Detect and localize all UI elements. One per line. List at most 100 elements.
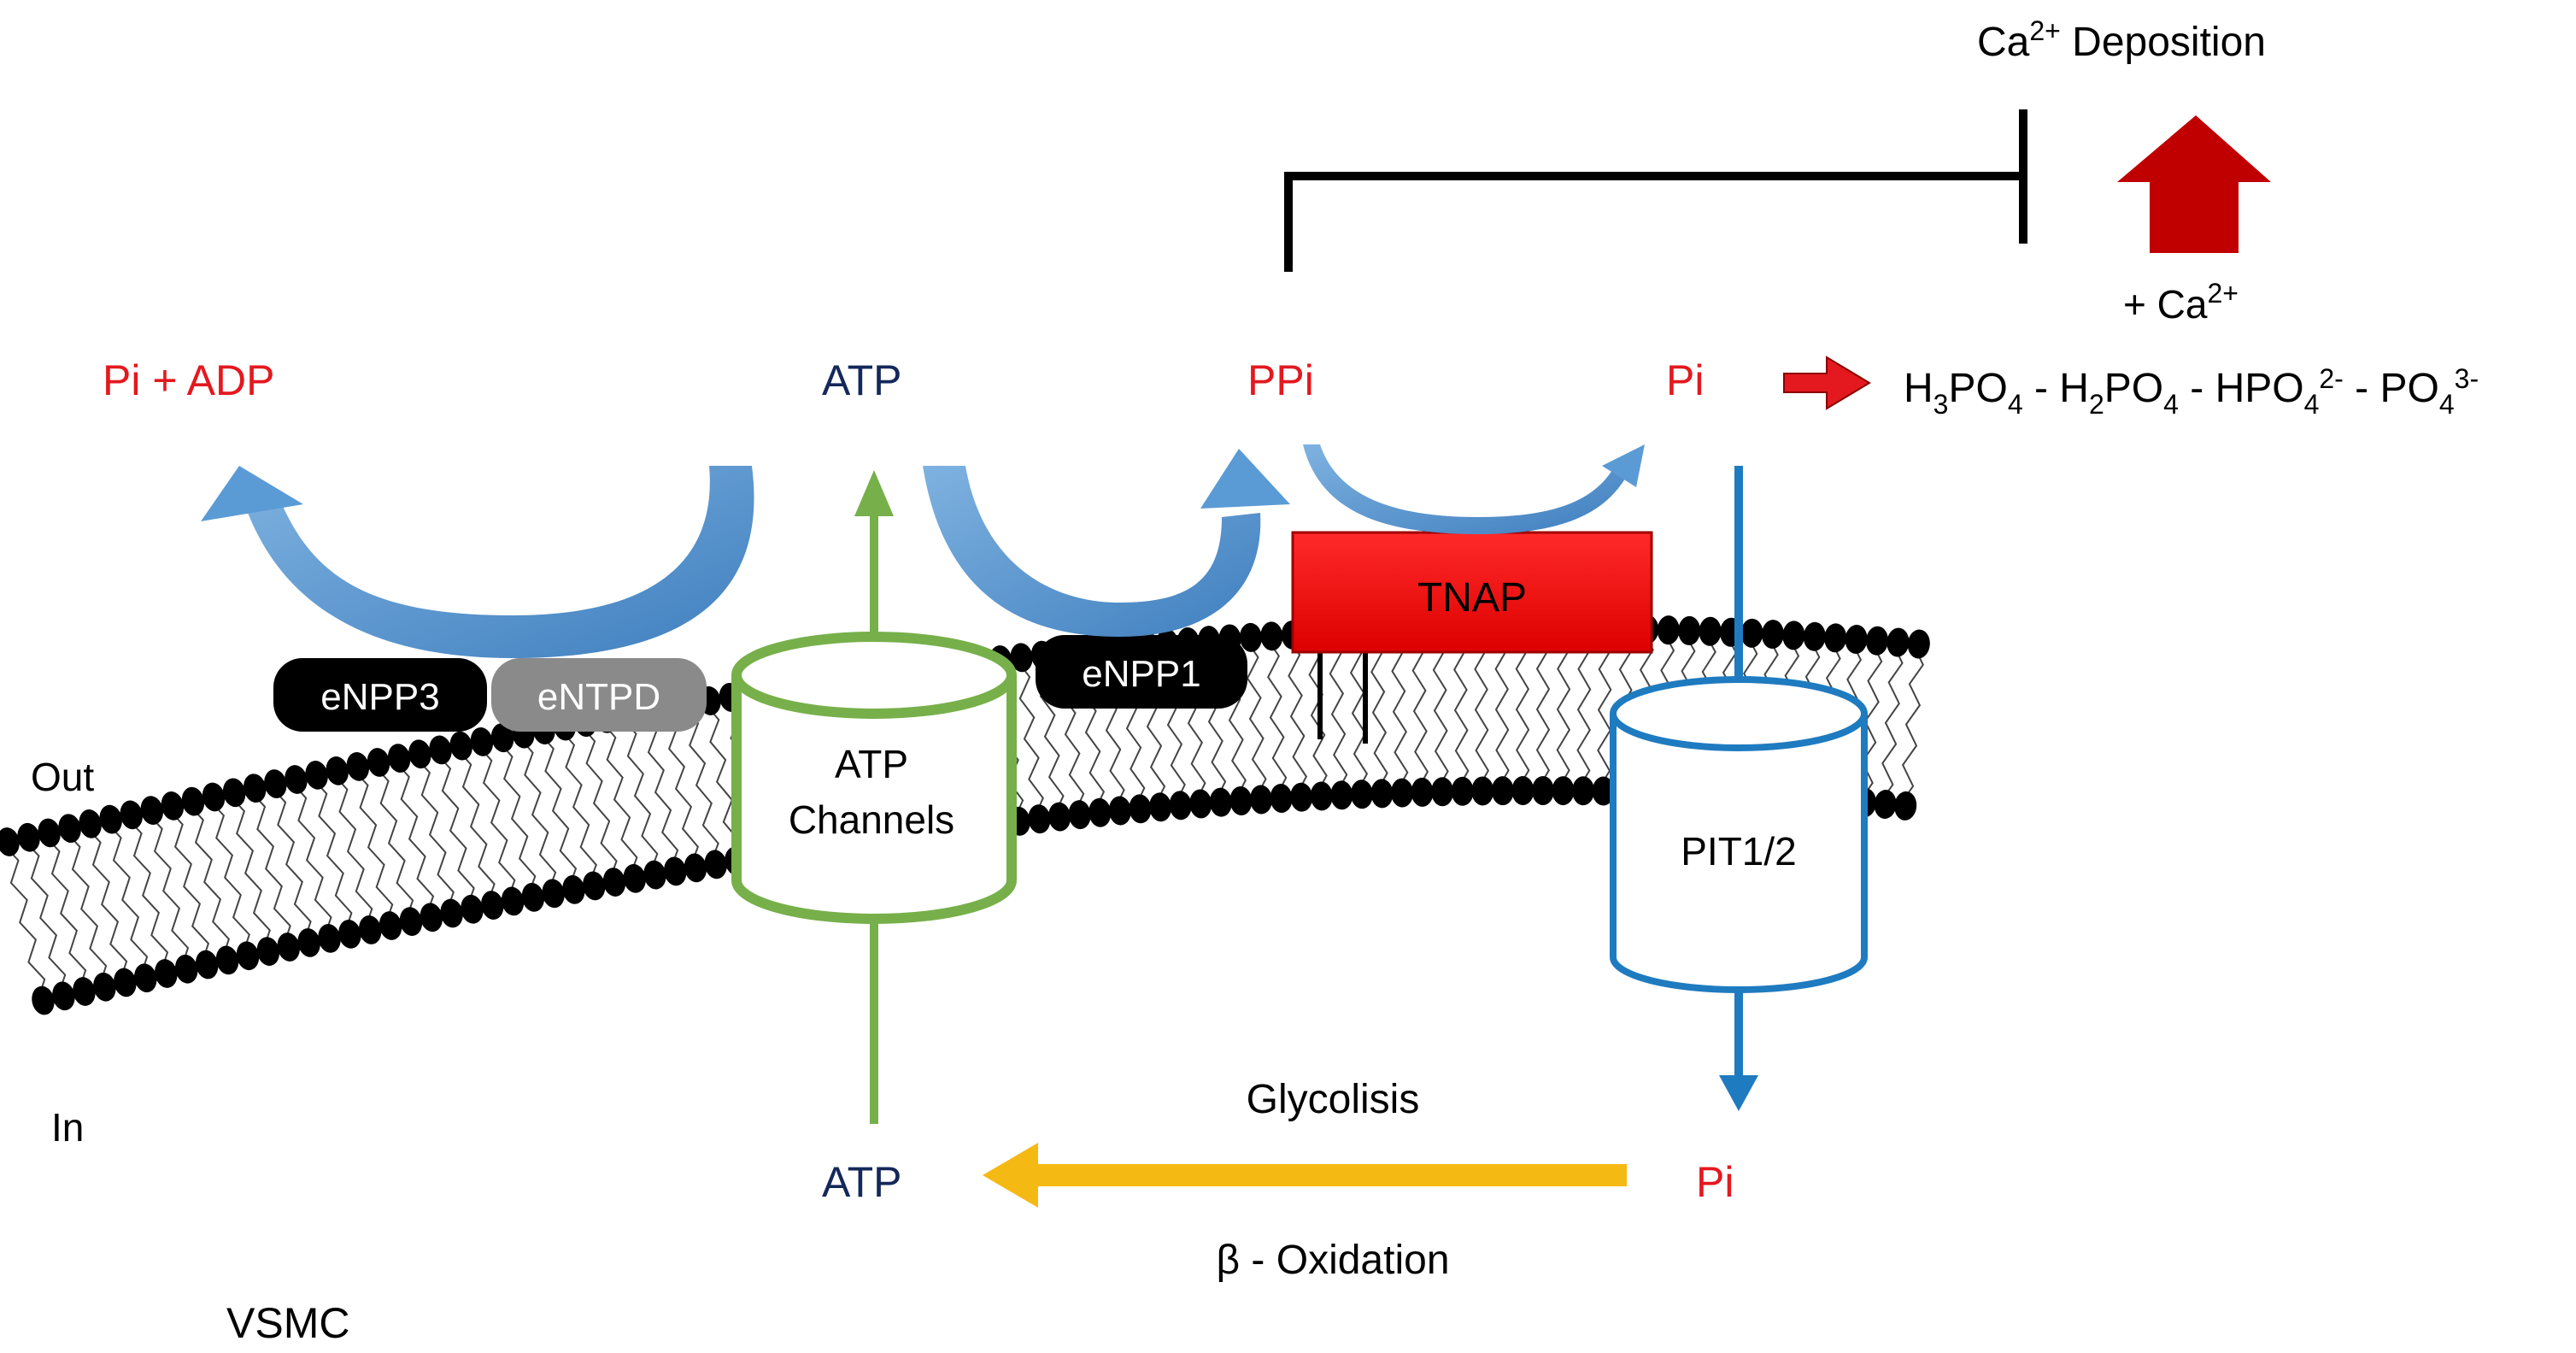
lipid-head [1108, 796, 1131, 826]
lipid-head [1572, 776, 1595, 806]
lipid-head [1699, 616, 1722, 646]
lipid-head [1391, 778, 1414, 808]
lipid-tail [1014, 657, 1044, 821]
lipid-tail [1327, 632, 1348, 797]
lipid-head [1189, 789, 1212, 819]
lipid-tail [207, 797, 250, 958]
lipid-head [1310, 781, 1333, 811]
lipid-head [1068, 800, 1091, 830]
lipid-tail [268, 784, 312, 944]
lipid-tail [1285, 634, 1308, 798]
lipid-head [583, 871, 606, 901]
lipid-tail [1494, 627, 1510, 791]
lipid-tail [1411, 629, 1429, 793]
glycolisis-label: Glycolisis [1247, 1077, 1420, 1122]
lipid-head [490, 723, 514, 753]
beta-oxidation-label: β - Oxidation [1216, 1238, 1449, 1283]
lipid-head [236, 941, 260, 971]
lipid-head [1270, 784, 1293, 813]
atp-intracellular-label: ATP [822, 1158, 902, 1206]
lipid-tail [227, 793, 271, 953]
lipid-tail [1515, 627, 1530, 791]
lipid-tail [21, 838, 67, 998]
pit-transporter: PIT1/2 [1610, 466, 1868, 1111]
lipid-head [481, 891, 504, 920]
lipid-head [461, 894, 484, 924]
lipid-head [1678, 615, 1701, 645]
enpp1-curved-arrow [923, 449, 1290, 637]
lipid-head [602, 868, 626, 897]
lipid-tail [392, 758, 435, 920]
atp-extracellular-label: ATP [822, 356, 902, 404]
lipid-tail [1878, 641, 1904, 804]
lipid-tail [63, 829, 108, 989]
lipid-tail [1596, 628, 1613, 791]
lipid-head [140, 796, 164, 825]
lipid-tail [372, 762, 414, 923]
lipid-head [643, 860, 666, 890]
lipid-head [623, 863, 646, 893]
atp-channel: ATP Channels [731, 470, 1017, 1124]
lipid-head [420, 903, 443, 932]
lipid-tail [1452, 628, 1470, 792]
lipid-head [1370, 779, 1394, 809]
lipid-head [1887, 627, 1910, 657]
lipid-head [338, 920, 361, 949]
svg-text:TNAP: TNAP [1417, 575, 1527, 621]
lipid-head [277, 932, 300, 962]
enpp1-enzyme: eNPP1 [1036, 635, 1247, 709]
lipid-tail [1473, 628, 1490, 791]
lipid-tail [537, 730, 578, 891]
lipid-tail [558, 727, 597, 888]
lipid-head [1531, 776, 1554, 806]
lipid-tail [413, 754, 455, 915]
lipid-head [1129, 794, 1152, 824]
lipid-tail [1535, 627, 1551, 791]
lipid-head [1874, 790, 1897, 819]
lipid-head [1209, 787, 1232, 817]
lipid-tail [1432, 628, 1449, 792]
lipid-head [1411, 777, 1434, 807]
lipid-head [408, 739, 431, 769]
lipid-tail [1244, 637, 1267, 801]
lipid-tail [1265, 636, 1288, 799]
lipid-tail [84, 824, 128, 985]
lipid-head [562, 874, 585, 904]
lipid-head [367, 748, 390, 777]
lipid-head [134, 963, 157, 993]
lipid-head [704, 850, 727, 879]
lipid-head [684, 853, 707, 883]
lipid-head [429, 735, 452, 765]
lipid-head [1491, 776, 1514, 806]
svg-text:ATP: ATP [835, 742, 908, 786]
lipid-tail [248, 788, 291, 949]
lipid-head [264, 769, 287, 798]
lipid-head [1431, 777, 1454, 807]
lipid-head [285, 765, 308, 794]
vsmc-label: VSMC [226, 1299, 349, 1347]
lipid-tail [1898, 643, 1924, 806]
lipid-tail [309, 775, 353, 936]
lipid-head [1511, 776, 1534, 806]
lipid-tail [166, 806, 210, 967]
lipid-head [1907, 629, 1930, 659]
lipid-tail [619, 715, 659, 877]
lipid-tail [351, 767, 394, 927]
phosphate-species-label: H3PO4 - H2PO4 - HPO42- - PO43- [1904, 363, 2479, 420]
lipid-head [256, 937, 280, 966]
lipid-head [1290, 782, 1313, 812]
ppi-inhibition-line [1284, 109, 2027, 272]
pi-to-phosphate-arrow [1783, 356, 1871, 410]
lipid-head [174, 954, 198, 984]
lipid-tail [1369, 631, 1388, 795]
lipid-head [1260, 621, 1283, 651]
lipid-head [1782, 621, 1805, 650]
lipid-tail [455, 746, 496, 907]
pi-adp-label: Pi + ADP [103, 356, 275, 404]
lipid-tail [516, 734, 557, 895]
lipid-head [1552, 776, 1575, 806]
ppi-label: PPi [1247, 356, 1314, 404]
lipid-head [326, 756, 349, 785]
lipid-head [244, 774, 267, 803]
lipid-head [1761, 620, 1784, 650]
